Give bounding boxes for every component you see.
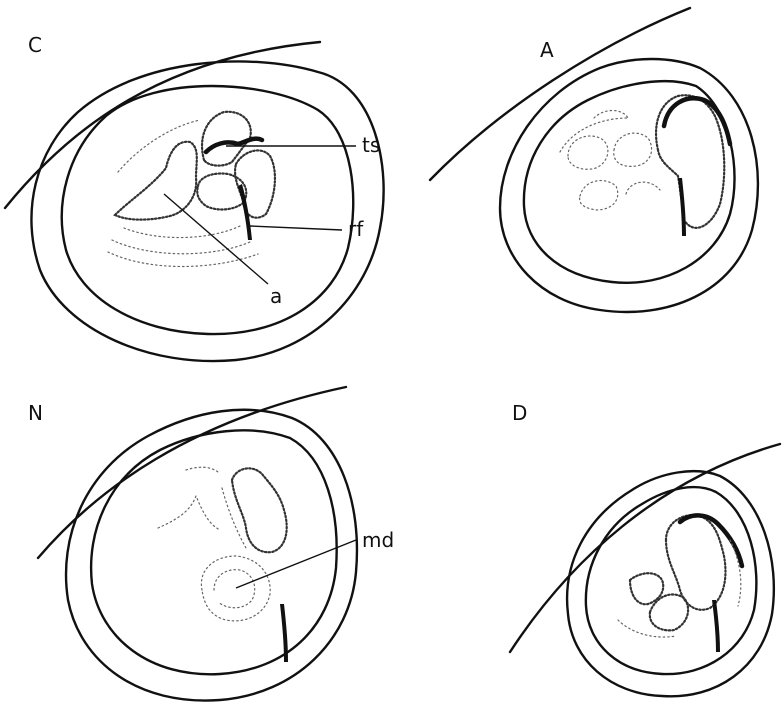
inner-membrane <box>524 81 735 283</box>
faint-lobe <box>614 133 652 166</box>
stipple-contour <box>124 226 240 238</box>
dark-lobe-rim <box>664 98 730 144</box>
body-wall-outline <box>5 42 320 208</box>
cleft <box>678 178 686 236</box>
panel-d: D <box>510 401 780 696</box>
panel-c: C ts rf a <box>5 33 384 361</box>
cleft-rf <box>238 184 252 240</box>
body-wall-outline <box>38 387 346 558</box>
panel-letter-d: D <box>512 401 527 425</box>
faint-lobe <box>626 182 660 194</box>
leader-line-rf <box>250 226 342 230</box>
outer-membrane <box>31 61 383 361</box>
callout-rf: rf <box>348 217 364 241</box>
tooth-shaped-lobe-ts <box>202 112 251 166</box>
body-wall-outline <box>510 444 780 652</box>
faint-lobe <box>568 136 608 169</box>
panel-a: A <box>430 8 758 312</box>
outer-membrane <box>500 59 758 312</box>
panel-letter-a: A <box>540 38 554 62</box>
outer-membrane <box>567 471 774 696</box>
right-lobe <box>235 150 275 217</box>
stipple-contour <box>186 467 218 472</box>
stipple-contour <box>158 496 220 530</box>
inner-membrane <box>91 430 337 674</box>
inner-membrane <box>586 487 757 674</box>
callout-a: a <box>270 284 282 308</box>
callout-md: md <box>362 528 394 552</box>
stipple-contour <box>112 240 250 254</box>
callout-ts: ts <box>362 133 380 157</box>
lobe-md-inner <box>214 570 255 608</box>
lobe-md <box>201 556 270 621</box>
panel-letter-n: N <box>28 401 43 425</box>
upper-lobe <box>232 468 287 552</box>
leader-line-a <box>164 194 268 284</box>
anterior-lobe-a <box>115 142 197 220</box>
outer-membrane <box>66 410 357 701</box>
faint-lobe <box>594 111 628 119</box>
cleft <box>712 600 720 652</box>
panel-n: N md <box>28 387 394 701</box>
stipple-contour <box>118 120 200 172</box>
stipple-contour <box>618 620 676 637</box>
cleft <box>280 604 288 662</box>
faint-lobe <box>580 181 618 210</box>
panel-letter-c: C <box>28 33 42 57</box>
